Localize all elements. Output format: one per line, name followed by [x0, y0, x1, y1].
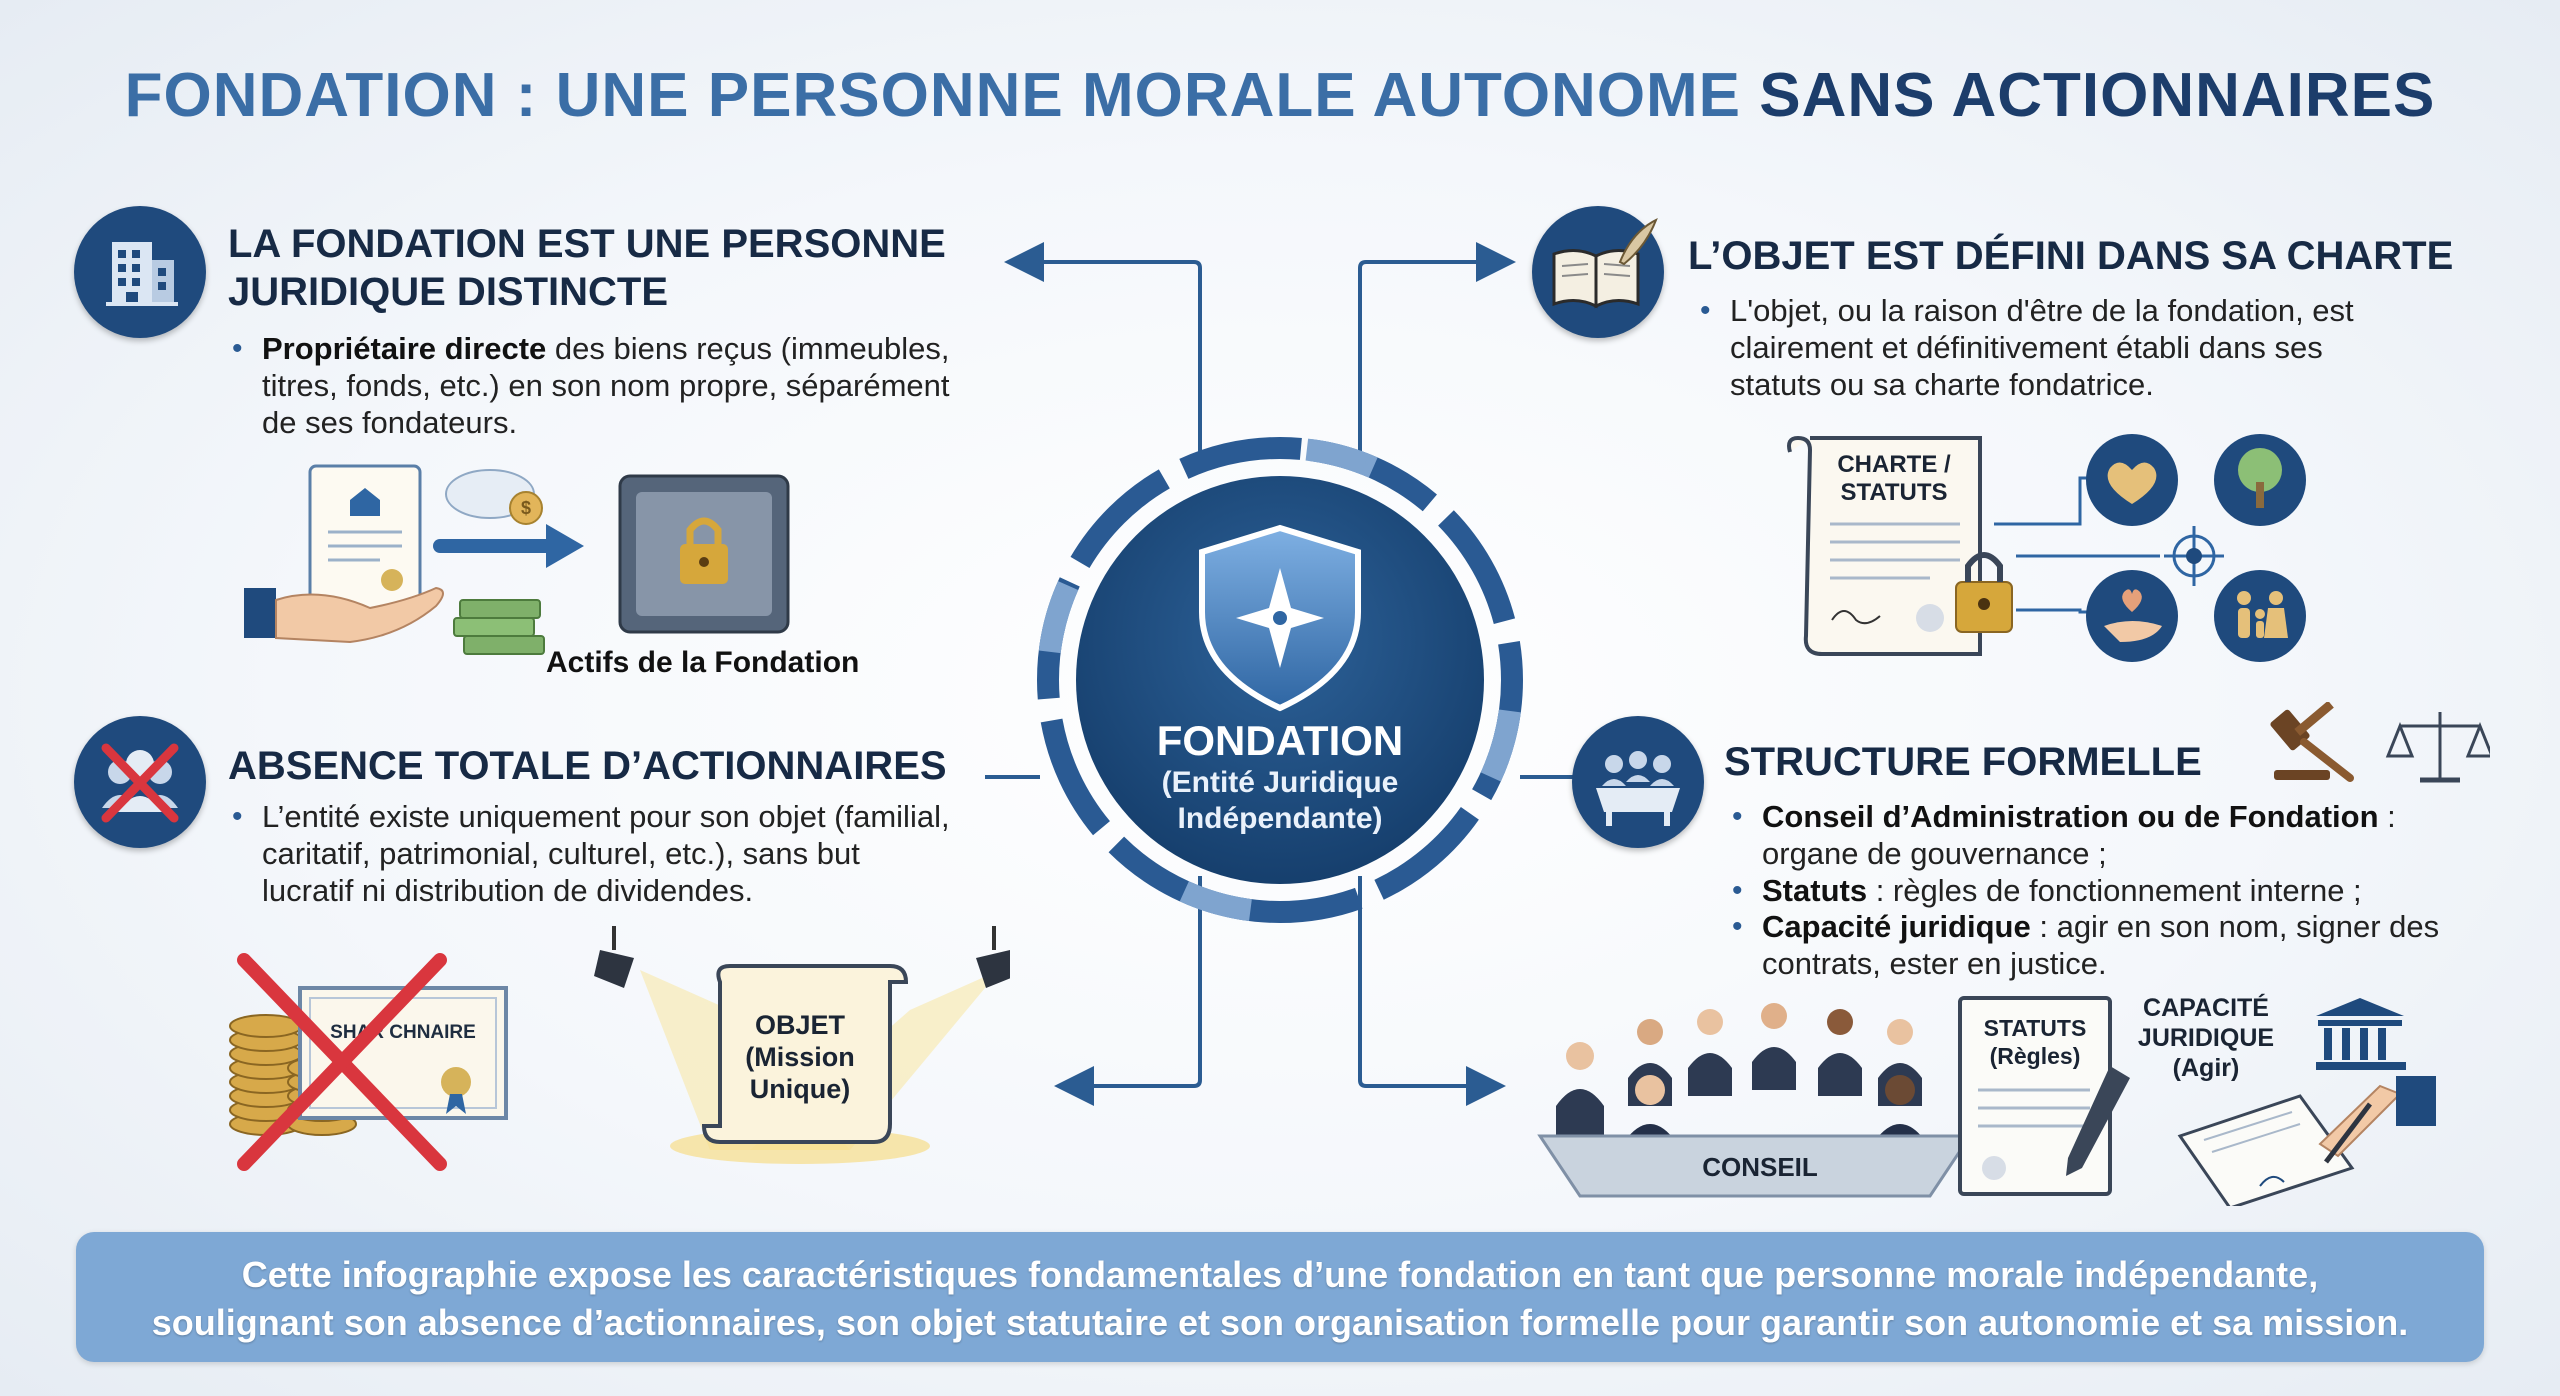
courthouse-icon [2316, 998, 2406, 1070]
caring-hand-icon [2086, 570, 2178, 662]
bullet-dot: • [1732, 800, 1743, 833]
bullet-text: des biens reçus (immeubles, [546, 331, 950, 366]
section-objet-heading: L’OBJET EST DÉFINI DANS SA CHARTE [1688, 234, 2454, 278]
mission-scroll-icon: OBJET (Mission Unique) [701, 964, 909, 1144]
section-actionnaires-heading: ABSENCE TOTALE D’ACTIONNAIRES [228, 744, 947, 788]
page-title: FONDATION : UNE PERSONNE MORALE AUTONOME… [0, 60, 2560, 131]
bullet-text: lucratif ni distribution de dividendes. [262, 873, 754, 908]
arrow-icon [433, 524, 584, 568]
building-icon [106, 242, 178, 306]
cloud-coin-icon: $ [445, 469, 543, 525]
no-shares-illustration: SHAR CHNAIRE OBJET (Mission Unique) [229, 926, 1010, 1171]
capacity-illustration: CAPACITÉ JURIDIQUE (Agir) [2138, 993, 2436, 1206]
summary-banner: Cette infographie expose les caractérist… [76, 1232, 2484, 1362]
section-personne-heading: LA FONDATION EST UNE PERSONNE JURIDIQUE … [228, 220, 946, 316]
capacite-line2: JURIDIQUE [2138, 1024, 2274, 1052]
charter-line1: CHARTE / [1837, 451, 1951, 478]
statutes-document-icon: STATUTS (Règles) [1958, 996, 2130, 1196]
section-actionnaires-icon [74, 716, 206, 848]
summary-line1: Cette infographie expose les caractérist… [241, 1254, 2319, 1295]
structure-bullet-3: • Capacité juridique : agir en son nom, … [1732, 908, 2440, 982]
bullet-text: statuts ou sa charte fondatrice. [1730, 367, 2154, 402]
capacite-line3: (Agir) [2173, 1054, 2240, 1082]
bullet-bold: Capacité juridique [1762, 909, 2031, 944]
shield-compass-icon [1199, 524, 1361, 712]
deed-document-icon [308, 464, 422, 613]
spotlight-icon [594, 926, 1010, 988]
structure-bullet-1: • Conseil d’Administration ou de Fondati… [1732, 798, 2396, 872]
tree-icon [2214, 434, 2306, 526]
hub-sub-line1: (Entité Juridique [1162, 766, 1399, 799]
certificate-label: SHAR CHNAIRE [330, 1022, 476, 1043]
structure-illustration: CONSEIL STATUTS (Règles) CAPACITÉ JURIDI… [1537, 993, 2436, 1206]
assets-illustration: $ [244, 464, 790, 655]
section-personne-bullet: • Propriétaire directe des biens reçus (… [232, 330, 950, 441]
bullet-text: organe de gouvernance ; [1762, 836, 2107, 871]
bullet-dot: • [1732, 910, 1743, 943]
capacite-line1: CAPACITÉ [2143, 993, 2269, 1022]
section-structure-heading: STRUCTURE FORMELLE [1724, 740, 2202, 784]
section-objet-bullet: • L'objet, ou la raison d'être de la fon… [1700, 292, 2354, 403]
board-table-scene: CONSEIL [1537, 1003, 1973, 1198]
svg-text:$: $ [521, 498, 531, 518]
bullet-dot: • [1732, 874, 1743, 907]
hub-label: FONDATION [1157, 717, 1404, 764]
target-icon [2186, 548, 2202, 564]
section-structure-icon [1572, 716, 1704, 848]
hub-sub-line2: Indépendante) [1177, 802, 1382, 835]
red-cross-icon [237, 953, 447, 1171]
bullet-text: : agir en son nom, signer des [2030, 909, 2440, 944]
bullet-text: de ses fondateurs. [262, 405, 518, 440]
charter-line2: STATUTS [1840, 479, 1947, 506]
section-personne-icon [74, 206, 206, 338]
bullet-bold: Conseil d’Administration ou de Fondation [1762, 799, 2379, 834]
scroll-line2: (Mission [745, 1042, 855, 1072]
scroll-line1: OBJET [755, 1010, 846, 1040]
bullet-text: clairement et définitivement établi dans… [1730, 330, 2323, 365]
statuts-line1: STATUTS [1984, 1015, 2087, 1041]
heart-icon [2086, 434, 2178, 526]
gavel-scales-icons [2270, 702, 2490, 783]
signing-contract-icon [2177, 1076, 2436, 1206]
bullet-dot: • [232, 800, 243, 833]
conseil-label: CONSEIL [1702, 1152, 1818, 1182]
bullet-bold: Statuts [1762, 873, 1868, 908]
bullet-text: contrats, ester en justice. [1762, 946, 2107, 981]
scales-icon [2385, 712, 2490, 783]
bullet-dot: • [1700, 294, 1711, 327]
bullet-text: caritatif, patrimonial, culturel, etc.),… [262, 836, 860, 871]
title-part2: SANS ACTIONNAIRES [1759, 61, 2436, 130]
section-actionnaires-bullet: • L’entité existe uniquement pour son ob… [232, 798, 950, 909]
charter-illustration: CHARTE / STATUTS [1787, 434, 2306, 662]
cash-stack-icon [453, 599, 545, 655]
heading-line: LA FONDATION EST UNE PERSONNE [228, 222, 946, 266]
summary-line2: soulignant son absence d’actionnaires, s… [151, 1302, 2409, 1343]
charter-scroll-icon: CHARTE / STATUTS [1787, 435, 2013, 656]
title-part1: FONDATION : UNE PERSONNE MORALE AUTONOME [124, 61, 1742, 130]
bullet-text: L'objet, ou la raison d'être de la fonda… [1730, 293, 2354, 328]
hub-ring [1037, 437, 1523, 923]
family-icon [2214, 570, 2306, 662]
heading-line: JURIDIQUE DISTINCTE [228, 270, 669, 314]
bullet-dot: • [232, 332, 243, 365]
bullet-text: L’entité existe uniquement pour son obje… [262, 799, 950, 834]
structure-bullet-2: • Statuts : règles de fonctionnement int… [1732, 872, 2362, 909]
gavel-icon [2270, 702, 2354, 782]
no-shareholders-icon [101, 743, 179, 823]
safe-icon [618, 474, 790, 634]
bullet-bold: Propriétaire directe [262, 331, 547, 366]
section-objet-icon [1532, 206, 1664, 338]
bullet-text: : règles de fonctionnement interne ; [1867, 873, 2362, 908]
assets-label: Actifs de la Fondation [546, 646, 860, 679]
bullet-text: titres, fonds, etc.) en son nom propre, … [262, 368, 950, 403]
statuts-line2: (Règles) [1990, 1043, 2081, 1069]
board-meeting-icon [1596, 751, 1680, 826]
connector-lines [985, 242, 1575, 1106]
scroll-line3: Unique) [750, 1074, 851, 1104]
book-quill-icon [1552, 217, 1658, 309]
bullet-text: : [2378, 799, 2396, 834]
giving-hand-icon [244, 586, 444, 644]
